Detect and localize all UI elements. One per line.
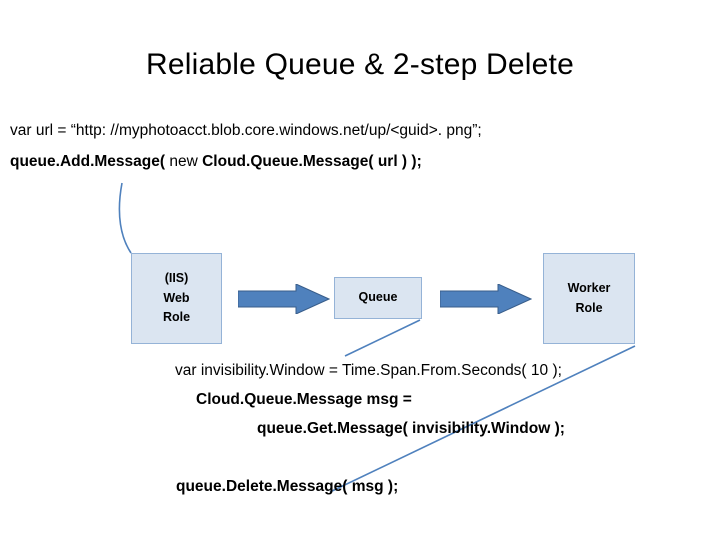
- leader-line-bottom-2: [344, 319, 421, 357]
- note-cloud-queue-message: Cloud.Queue.Message msg =: [196, 391, 412, 408]
- queue-box: Queue: [334, 277, 422, 319]
- worker-role-box: Worker Role: [543, 253, 635, 344]
- web-role-label-3: Role: [162, 310, 191, 325]
- web-role-box: (IIS) Web Role: [131, 253, 222, 344]
- code-token-url-args: url ) );: [373, 153, 422, 170]
- worker-role-label-2: Role: [575, 300, 603, 315]
- code-token-addmessage: Add.Message(: [59, 153, 166, 170]
- code-token-new: new: [165, 153, 203, 170]
- note-delete-message: queue.Delete.Message( msg );: [176, 478, 399, 495]
- page-title: Reliable Queue & 2-step Delete: [146, 48, 574, 81]
- code-line-1: var url = “http: //myphotoacct.blob.core…: [10, 122, 482, 139]
- code-token-queue: queue.: [10, 153, 60, 170]
- queue-label: Queue: [358, 290, 398, 305]
- note-invisibility-window: var invisibility.Window = Time.Span.From…: [175, 362, 562, 379]
- code-token-cloudqueuemessage: Cloud.Queue.Message(: [202, 153, 374, 170]
- leader-line-top: [118, 182, 132, 254]
- worker-role-label-1: Worker: [567, 281, 611, 296]
- web-role-label-2: Web: [163, 290, 190, 305]
- note-get-message: queue.Get.Message( invisibility.Window )…: [257, 420, 565, 437]
- arrow-queue-to-worker-icon: [440, 284, 532, 314]
- web-role-label-1: (IIS): [164, 271, 189, 286]
- code-line-2: queue.Add.Message( new Cloud.Queue.Messa…: [10, 153, 422, 171]
- arrow-web-to-queue-icon: [238, 284, 330, 314]
